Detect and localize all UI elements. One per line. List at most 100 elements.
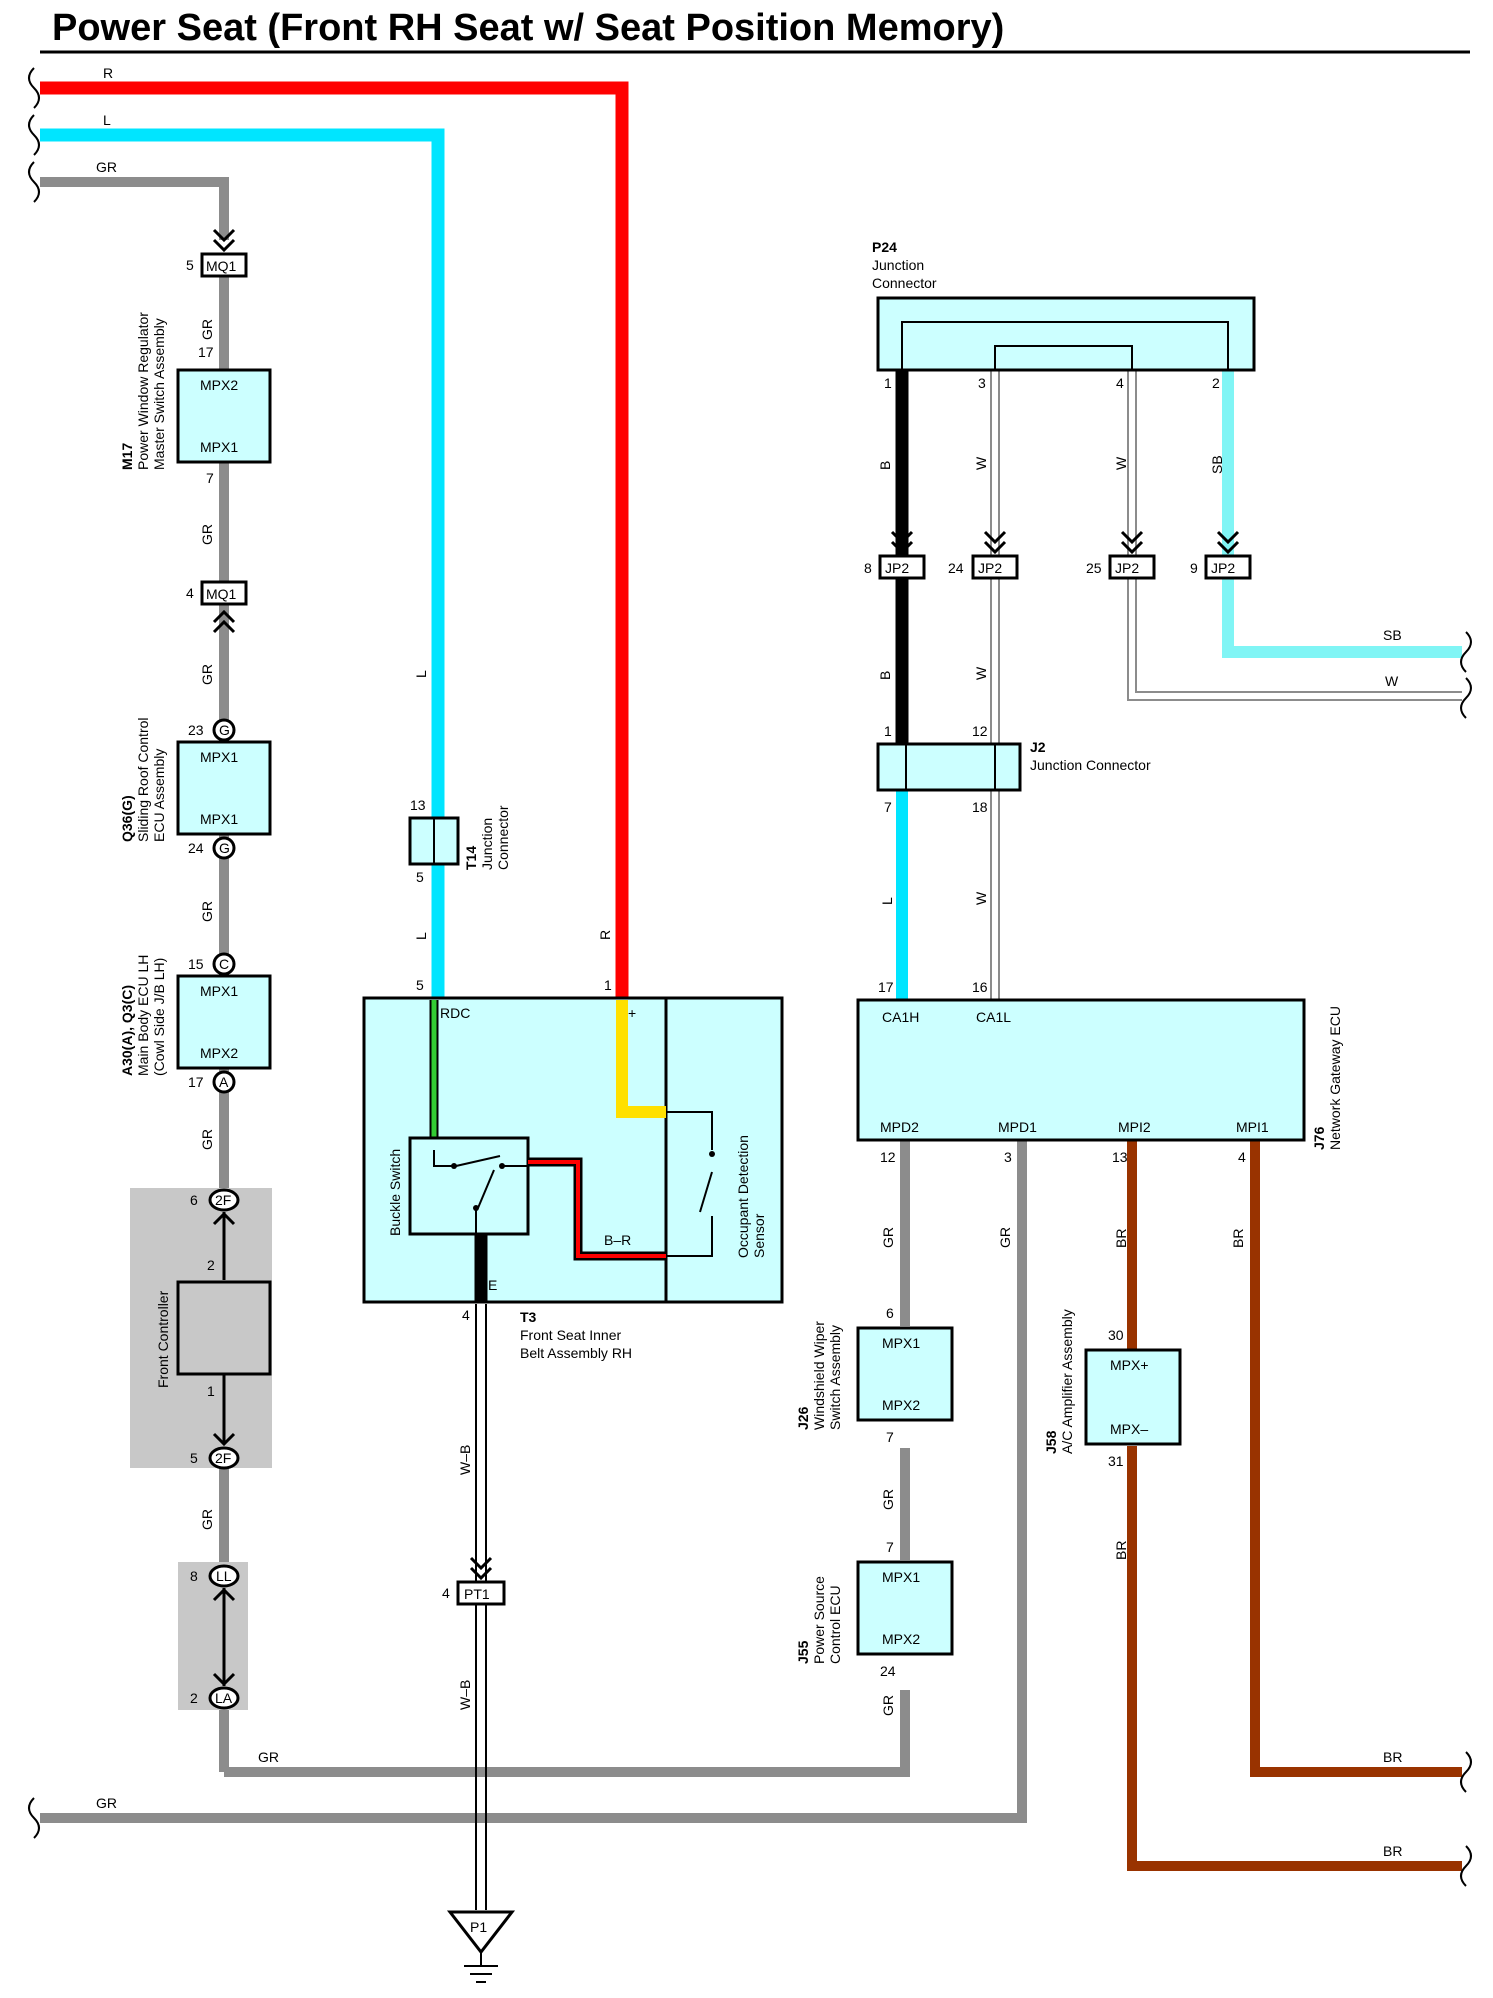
svg-text:18: 18	[972, 799, 988, 815]
svg-text:JP2: JP2	[885, 560, 909, 576]
svg-text:T3: T3	[520, 1309, 537, 1325]
svg-text:17: 17	[188, 1074, 204, 1090]
wire-sb-p24	[1222, 368, 1462, 658]
svg-text:MPX1: MPX1	[200, 749, 238, 765]
wire-label-gr-6: GR	[199, 1509, 215, 1530]
wire-r	[40, 81, 629, 1000]
wire-label-w-p24-3: W	[973, 456, 989, 470]
svg-text:A: A	[219, 1074, 229, 1090]
svg-text:Sensor: Sensor	[751, 1213, 767, 1258]
svg-text:Q36(G): Q36(G)	[119, 795, 135, 842]
svg-text:Main Body ECU LH: Main Body ECU LH	[135, 955, 151, 1076]
svg-text:J55: J55	[795, 1640, 811, 1664]
wire-label-r-top: R	[103, 65, 113, 81]
connector-mq1-bottom: MQ1 4	[186, 580, 248, 634]
wire-w-p24-3	[990, 368, 1000, 1000]
svg-text:5: 5	[190, 1450, 198, 1466]
component-q36: G 23 MPX1 MPX1 G 24 Q36(G) Sliding Roof …	[119, 717, 272, 860]
svg-text:MPX1: MPX1	[882, 1569, 920, 1585]
svg-text:4: 4	[442, 1585, 450, 1601]
wire-label-gr-j55: GR	[880, 1695, 896, 1716]
wire-label-l-j2: L	[879, 897, 895, 905]
svg-text:7: 7	[206, 470, 214, 486]
svg-text:5: 5	[186, 257, 194, 273]
connector-jp2-8: JP2 8	[864, 530, 926, 580]
svg-text:4: 4	[186, 585, 194, 601]
wire-l	[40, 128, 445, 1000]
wire-label-wb-1: W–B	[457, 1445, 473, 1475]
svg-text:Buckle Switch: Buckle Switch	[387, 1149, 403, 1236]
svg-text:JP2: JP2	[1211, 560, 1235, 576]
svg-text:A30(A), Q3(C): A30(A), Q3(C)	[119, 985, 135, 1076]
svg-text:31: 31	[1108, 1453, 1124, 1469]
connector-jp2-9: JP2 9	[1190, 530, 1252, 580]
svg-text:16: 16	[972, 979, 988, 995]
diagram-title: Power Seat (Front RH Seat w/ Seat Positi…	[52, 7, 1004, 49]
component-j76: 17 16 CA1H CA1L MPD2 MPD1 MPI2 MPI1 12 3…	[856, 979, 1343, 1165]
svg-text:2F: 2F	[215, 1192, 231, 1208]
svg-text:2: 2	[1212, 375, 1220, 391]
svg-text:Junction: Junction	[872, 257, 924, 273]
svg-text:MPX2: MPX2	[200, 377, 238, 393]
wire-label-w-j2-18: W	[973, 891, 989, 905]
wire-gr-top	[40, 177, 229, 240]
svg-text:MQ1: MQ1	[206, 258, 237, 274]
svg-text:LA: LA	[215, 1690, 233, 1706]
wire-label-br-mpi1: BR	[1230, 1229, 1246, 1248]
svg-text:J26: J26	[795, 1406, 811, 1430]
svg-text:13: 13	[410, 797, 426, 813]
wire-gr-bottom-2	[40, 1140, 1027, 1823]
svg-text:6: 6	[190, 1192, 198, 1208]
wire-wb-ground	[475, 1304, 487, 1910]
wire-br-mpi1	[1250, 1140, 1462, 1777]
svg-text:+: +	[628, 1005, 636, 1021]
svg-text:MPX2: MPX2	[882, 1631, 920, 1647]
svg-text:23: 23	[188, 722, 204, 738]
svg-text:9: 9	[1190, 560, 1198, 576]
svg-text:MPX+: MPX+	[1110, 1357, 1149, 1373]
connector-jp2-24: JP2 24	[948, 530, 1019, 580]
svg-text:E: E	[488, 1277, 497, 1293]
wire-label-br-right-1: BR	[1383, 1749, 1402, 1765]
component-j26: MPX1 MPX2 6 7 J26 Windshield Wiper Switc…	[795, 1305, 954, 1445]
svg-text:3: 3	[978, 375, 986, 391]
wire-label-gr-4: GR	[199, 901, 215, 922]
component-ll-la: LL 8 LA 2	[178, 1562, 248, 1710]
wire-label-b-p24: B	[877, 461, 893, 470]
wire-label-gr-top: GR	[96, 159, 117, 175]
wire-label-gr-mpd2: GR	[880, 1227, 896, 1248]
svg-text:7: 7	[884, 799, 892, 815]
svg-text:7: 7	[886, 1429, 894, 1445]
svg-text:Sliding Roof Control: Sliding Roof Control	[135, 717, 151, 842]
svg-text:B–R: B–R	[604, 1232, 631, 1248]
wire-label-sb-p24: SB	[1209, 455, 1225, 474]
wire-label-gr-bottom-2: GR	[96, 1795, 117, 1811]
svg-text:2F: 2F	[215, 1450, 231, 1466]
connector-jp2-25: JP2 25	[1086, 530, 1156, 580]
svg-text:Connector: Connector	[495, 805, 511, 870]
svg-text:MPI1: MPI1	[1236, 1119, 1269, 1135]
svg-text:24: 24	[880, 1663, 896, 1679]
svg-text:G: G	[219, 840, 230, 856]
svg-text:MPX1: MPX1	[882, 1335, 920, 1351]
svg-text:JP2: JP2	[978, 560, 1002, 576]
component-front-controller: 2F 6 2 1 2F 5 Front Controller	[130, 1188, 272, 1470]
svg-text:M17: M17	[119, 443, 135, 470]
svg-text:12: 12	[972, 723, 988, 739]
svg-text:25: 25	[1086, 560, 1102, 576]
svg-text:Front Seat Inner: Front Seat Inner	[520, 1327, 622, 1343]
wire-label-gr-5: GR	[199, 1129, 215, 1150]
svg-text:8: 8	[190, 1568, 198, 1584]
svg-text:8: 8	[864, 560, 872, 576]
svg-text:2: 2	[207, 1257, 215, 1273]
wire-label-r-1: R	[597, 930, 613, 940]
wire-gr-bottom-1	[224, 1690, 910, 1777]
wire-label-b-jp2: B	[877, 671, 893, 680]
svg-text:J58: J58	[1043, 1430, 1059, 1454]
svg-text:(Cowl Side J/B LH): (Cowl Side J/B LH)	[151, 958, 167, 1076]
svg-text:4: 4	[1238, 1149, 1246, 1165]
svg-text:MPD2: MPD2	[880, 1119, 919, 1135]
svg-text:G: G	[219, 722, 230, 738]
svg-text:13: 13	[1112, 1149, 1128, 1165]
